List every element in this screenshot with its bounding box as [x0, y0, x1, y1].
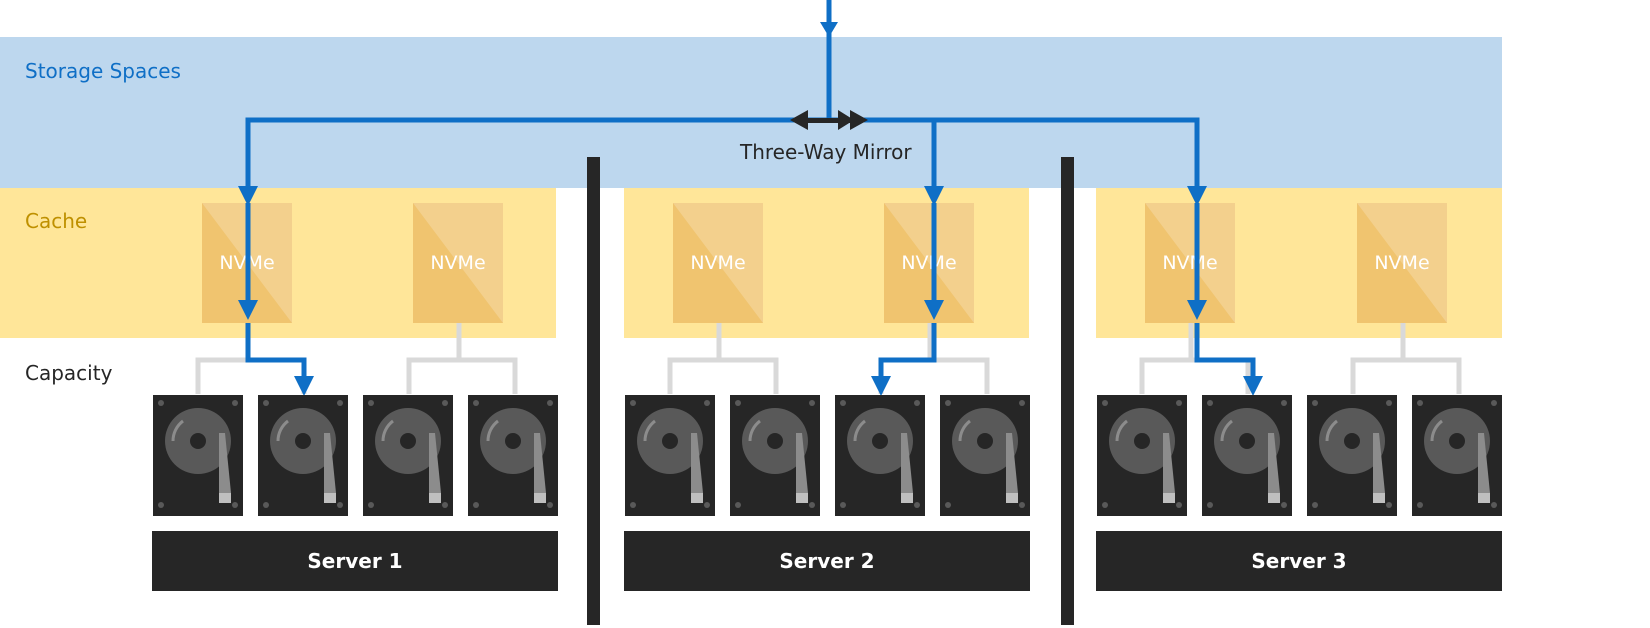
- hard-disk-icon: [940, 395, 1030, 516]
- server-2-label: Server 2: [624, 531, 1030, 591]
- hard-disk-icon: [153, 395, 243, 516]
- nvme-drive-graphic: [884, 203, 974, 323]
- hard-disk-icon: [468, 395, 558, 516]
- server-divider-1: [587, 157, 600, 625]
- nvme-drive-graphic: [673, 203, 763, 323]
- hard-disk-icon: [1202, 395, 1292, 516]
- nvme-drive-server-3-a: NVMe: [1145, 203, 1235, 323]
- hard-disk-icon: [835, 395, 925, 516]
- server-1-label: Server 1: [152, 531, 558, 591]
- cache-label: Cache: [25, 209, 88, 233]
- nvme-drive-server-3-b: NVMe: [1357, 203, 1447, 323]
- hard-disk-icon: [258, 395, 348, 516]
- inbound-arrowhead: [820, 22, 838, 37]
- nvme-drive-graphic: [1357, 203, 1447, 323]
- storage-spaces-label: Storage Spaces: [25, 59, 181, 83]
- nvme-drive-server-1-b: NVMe: [413, 203, 503, 323]
- mirror-paths: [238, 0, 1263, 396]
- capacity-label: Capacity: [25, 361, 113, 385]
- server-divider-2: [1061, 157, 1074, 625]
- nvme-label: NVMe: [1162, 252, 1218, 274]
- nvme-label: NVMe: [690, 252, 746, 274]
- nvme-drive-graphic: [413, 203, 503, 323]
- nvme-label: NVMe: [1374, 252, 1430, 274]
- hard-disk-icon: [363, 395, 453, 516]
- hard-disk-icon: [1097, 395, 1187, 516]
- nvme-label: NVMe: [901, 252, 957, 274]
- nvme-label: NVMe: [430, 252, 486, 274]
- mirror-double-arrow: [790, 110, 868, 130]
- hard-disk-icon: [625, 395, 715, 516]
- hard-disk-icon: [1307, 395, 1397, 516]
- three-way-mirror-label: Three-Way Mirror: [740, 140, 912, 164]
- nvme-drive-server-2-a: NVMe: [673, 203, 763, 323]
- hard-disk-icon: [730, 395, 820, 516]
- nvme-drive-server-2-b: NVMe: [884, 203, 974, 323]
- gray-connectors: [195, 323, 1462, 394]
- nvme-drive-graphic: [1145, 203, 1235, 323]
- server-3-label: Server 3: [1096, 531, 1502, 591]
- hard-disk-icon: [1412, 395, 1502, 516]
